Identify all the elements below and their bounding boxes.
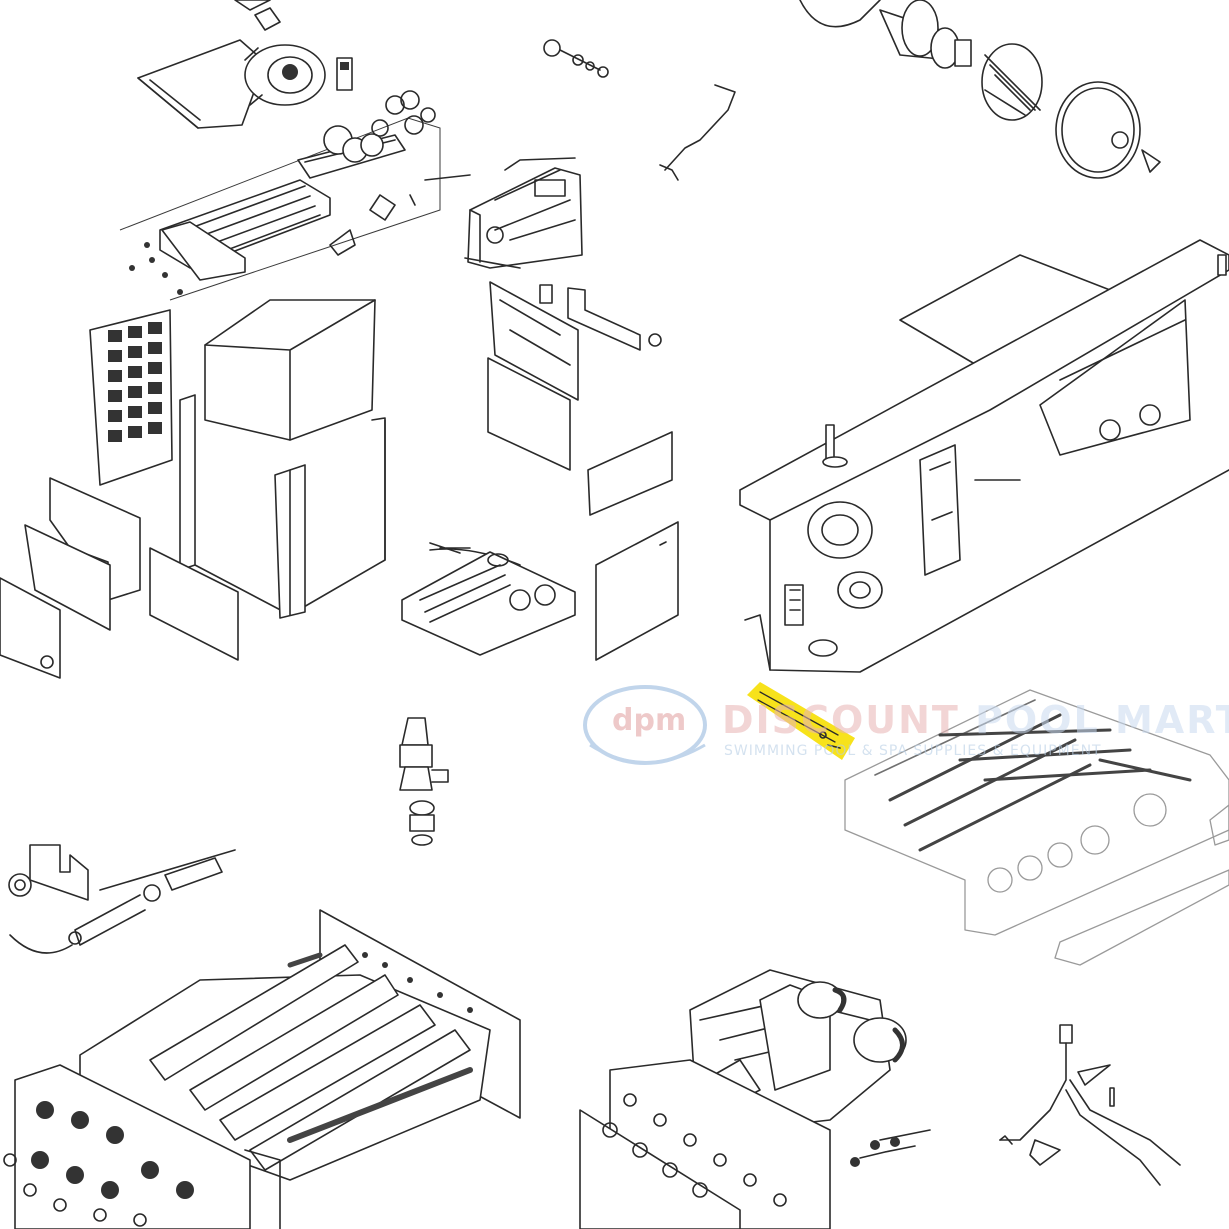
flue-and-gasket-parts[interactable] [799,0,1161,179]
highlighted-pilot-tube[interactable] [747,682,855,760]
gas-valve-small[interactable] [543,39,736,181]
watermark-logo-letters: dpm [612,703,687,738]
header-manifold[interactable] [579,969,931,1229]
watermark-brand-line-1: DISCOUNT [722,698,960,742]
watermark-tagline: SWIMMING POOL & SPA SUPPLIES & EQUIPMENT [724,743,1102,759]
igniter-parts[interactable] [8,844,236,954]
blower-assembly[interactable] [137,0,353,129]
watermark-logo [583,685,707,765]
small-burner-tray[interactable] [401,542,576,656]
burner-tray-assembly[interactable] [119,90,471,301]
wire-harness[interactable] [999,1024,1181,1186]
main-burner-tray[interactable] [844,689,1229,966]
pressure-relief-valve[interactable] [399,717,449,846]
gas-valve-bracket-assembly[interactable] [739,239,1229,673]
watermark-brand-line-2: POOL MART [975,698,1229,742]
control-panel-assembly[interactable] [464,157,583,269]
heat-exchanger[interactable] [3,909,521,1229]
cabinet-panels[interactable] [0,299,521,679]
watermark-brand-name: DISCOUNT POOL MART [722,698,1229,742]
side-panels[interactable] [487,281,679,661]
